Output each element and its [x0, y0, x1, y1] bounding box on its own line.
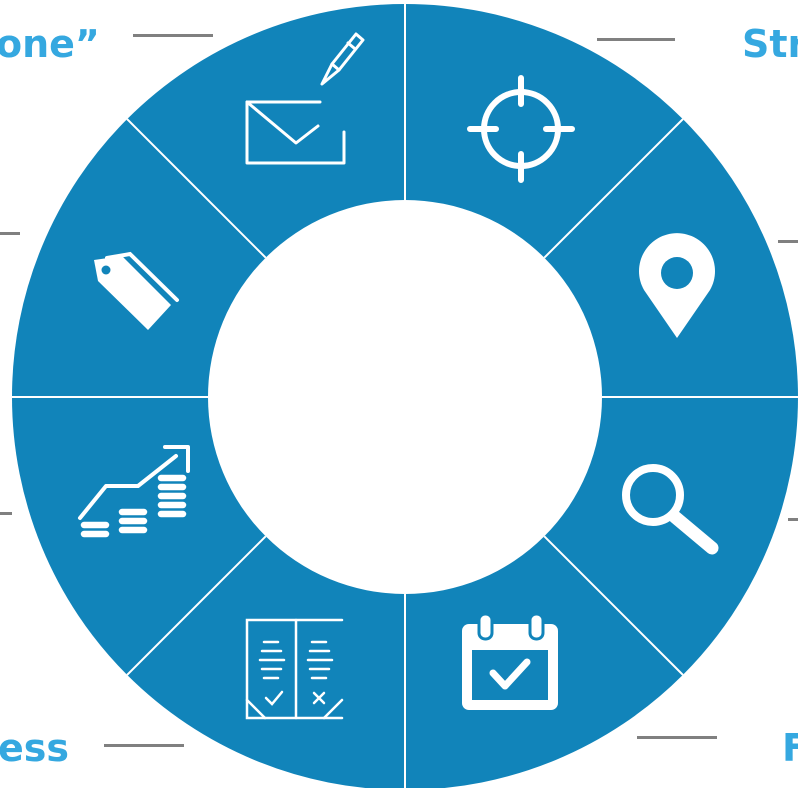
connector-top-right — [597, 38, 675, 41]
connector-left-upper — [0, 232, 20, 235]
center-hole — [208, 200, 602, 594]
connector-bottom-right — [637, 736, 717, 739]
connector-left-lower — [0, 512, 12, 515]
checklist-document-icon — [245, 618, 344, 720]
connector-right-lower — [788, 518, 798, 521]
coin — [79, 529, 111, 539]
coin — [117, 516, 149, 526]
segment-divider — [543, 535, 684, 676]
coin — [79, 520, 111, 530]
label-bottom-left: ess — [0, 726, 70, 770]
connector-top-left — [133, 34, 213, 37]
price-tag-icon — [94, 251, 179, 330]
coin — [117, 525, 149, 535]
coin — [156, 500, 188, 510]
coin — [117, 507, 149, 517]
coin — [156, 491, 188, 501]
segment-divider — [126, 535, 267, 676]
connector-bottom-left — [104, 744, 184, 747]
coins-growth-icon — [78, 445, 190, 539]
label-bottom-right: F — [782, 726, 798, 770]
coin-stacks — [79, 473, 188, 539]
label-top-left: one” — [0, 22, 100, 66]
crosshair-target-icon — [467, 75, 575, 183]
connector-right-upper — [778, 240, 798, 243]
envelope-pen-icon — [245, 32, 365, 165]
magnifier-icon — [622, 464, 719, 555]
coin — [156, 509, 188, 519]
label-top-right: Str — [742, 22, 798, 66]
segment-divider — [126, 118, 267, 259]
coin — [156, 473, 188, 483]
location-pin-icon — [638, 233, 715, 338]
calendar-check-icon — [462, 612, 558, 710]
segment-divider — [543, 118, 684, 259]
coin — [156, 482, 188, 492]
